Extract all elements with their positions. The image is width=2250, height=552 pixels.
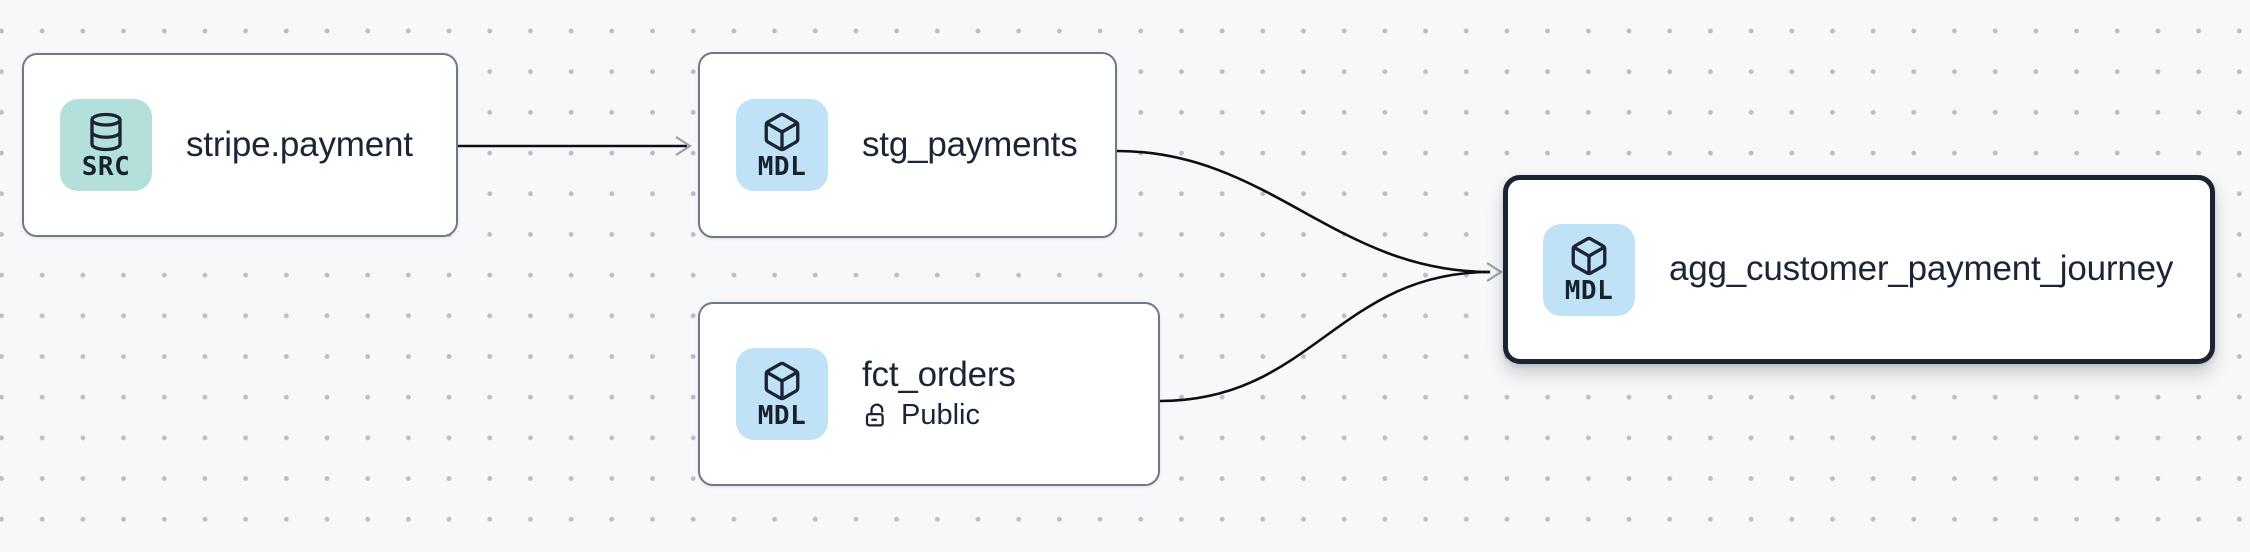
badge-label: MDL xyxy=(757,400,807,431)
model-badge: MDL xyxy=(736,348,828,440)
badge-label: MDL xyxy=(1564,276,1614,306)
node-title: stripe.payment xyxy=(186,124,413,164)
source-badge: SRC xyxy=(60,99,152,191)
cube-icon xyxy=(1571,236,1607,276)
edge-fct-orders-to-agg-customer-payment-journey xyxy=(1159,270,1491,403)
node-title: fct_orders xyxy=(862,355,1016,395)
node-fct-orders[interactable]: MDL fct_orders Public xyxy=(698,302,1160,486)
cube-icon xyxy=(764,112,800,151)
model-badge: MDL xyxy=(736,99,828,191)
node-agg-customer-payment-journey[interactable]: MDL agg_customer_payment_journey xyxy=(1503,175,2215,364)
badge-label: MDL xyxy=(757,151,807,182)
cube-icon xyxy=(764,361,800,400)
node-title: stg_payments xyxy=(862,124,1078,164)
model-badge: MDL xyxy=(1543,223,1635,316)
access-level: Public xyxy=(862,398,1016,432)
node-stripe-payment[interactable]: SRC stripe.payment xyxy=(22,53,458,237)
badge-label: SRC xyxy=(81,151,131,182)
node-stg-payments[interactable]: MDL stg_payments xyxy=(698,52,1117,238)
access-level-label: Public xyxy=(901,398,980,431)
node-title: agg_customer_payment_journey xyxy=(1669,249,2174,289)
arrowhead-icon xyxy=(1486,262,1504,282)
edge-stg-payments-to-agg-customer-payment-journey xyxy=(1116,149,1491,274)
database-icon xyxy=(90,112,122,151)
arrowhead-icon xyxy=(675,136,693,156)
unlock-icon xyxy=(865,403,884,427)
